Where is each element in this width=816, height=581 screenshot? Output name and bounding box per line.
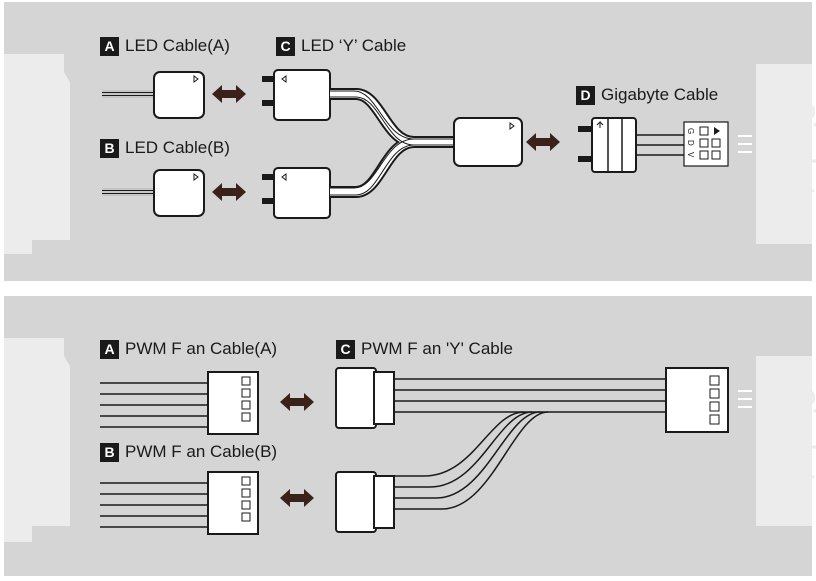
pwm-cable-artwork <box>4 338 812 542</box>
cooler-label: CNPS20X <box>19 74 50 201</box>
label-text: PWM F an Cable(B) <box>125 442 278 461</box>
badge-d: D <box>576 85 595 105</box>
label-text: LED Cable(A) <box>125 36 230 55</box>
pwm-fan-cable-a <box>100 382 210 428</box>
label-text: LED Cable(B) <box>125 138 230 157</box>
pwm-y-cable-wires <box>392 378 668 510</box>
motherboard-label-line-1: Gigabyte <box>794 102 816 210</box>
y-cable-connector-a <box>262 69 331 121</box>
pwm-y-cable-connector-a <box>335 367 395 429</box>
cooler-silhouette <box>4 338 70 542</box>
pwm-y-cable-connector-b <box>335 471 395 533</box>
motherboard-label-line-2: Motherboard <box>766 81 792 233</box>
label-text: PWM F an Cable(A) <box>125 339 278 358</box>
badge-b: B <box>100 442 119 462</box>
label-text: PWM F an 'Y' Cable <box>361 339 513 358</box>
label-text: Gigabyte Cable <box>601 85 719 104</box>
motherboard-silhouette <box>756 64 812 244</box>
double-arrow-icon <box>280 393 314 411</box>
led-cable-artwork: G D V <box>4 54 812 254</box>
label-led-cable-b: B LED Cable(B) <box>100 138 230 158</box>
pwm-y-cable-male-connector <box>665 367 752 433</box>
motherboard-label: Gigabyte Motherboard <box>761 367 816 519</box>
pin-label-g: G <box>686 128 695 134</box>
motherboard-label: Gigabyte Motherboard <box>761 81 816 233</box>
label-pwm-fan-cable-a: A PWM F an Cable(A) <box>100 339 277 359</box>
label-led-y-cable: C LED ‘Y’ Cable <box>276 36 406 56</box>
pwm-diagram-panel: A PWM F an Cable(A) B PWM F an Cable(B) … <box>4 296 816 576</box>
cooler-silhouette <box>4 54 70 254</box>
double-arrow-icon <box>526 133 560 151</box>
gigabyte-cable: G D V <box>578 117 752 173</box>
y-cable-male-connector <box>453 117 523 167</box>
badge-c: C <box>336 339 355 359</box>
motherboard-label-line-2: Motherboard <box>766 367 792 519</box>
label-led-cable-a: A LED Cable(A) <box>100 36 230 56</box>
double-arrow-icon <box>212 85 246 103</box>
connector-b <box>153 169 205 217</box>
y-cable-connector-b <box>262 167 331 219</box>
motherboard-label-line-1: Gigabyte <box>794 388 816 496</box>
badge-b: B <box>100 138 119 158</box>
label-text: LED ‘Y’ Cable <box>301 36 407 55</box>
double-arrow-icon <box>212 183 246 201</box>
label-gigabyte-cable: D Gigabyte Cable <box>576 85 718 105</box>
label-pwm-fan-cable-b: B PWM F an Cable(B) <box>100 442 277 462</box>
cooler-label: CNPS20X <box>19 370 50 497</box>
double-arrow-icon <box>280 489 314 507</box>
badge-a: A <box>100 36 119 56</box>
pwm-fan-cable-b <box>100 482 210 528</box>
led-diagram-panel: G D V A LED Cable(A) B LED Cable(B) C LE… <box>4 2 816 281</box>
label-pwm-fan-y-cable: C PWM F an 'Y' Cable <box>336 339 513 359</box>
badge-c: C <box>276 36 295 56</box>
motherboard-silhouette <box>756 356 812 526</box>
pin-label-d: D <box>686 140 695 146</box>
badge-a: A <box>100 339 119 359</box>
connector-a <box>153 71 205 119</box>
y-cable-wires <box>330 88 456 198</box>
pin-label-v: V <box>686 152 695 158</box>
